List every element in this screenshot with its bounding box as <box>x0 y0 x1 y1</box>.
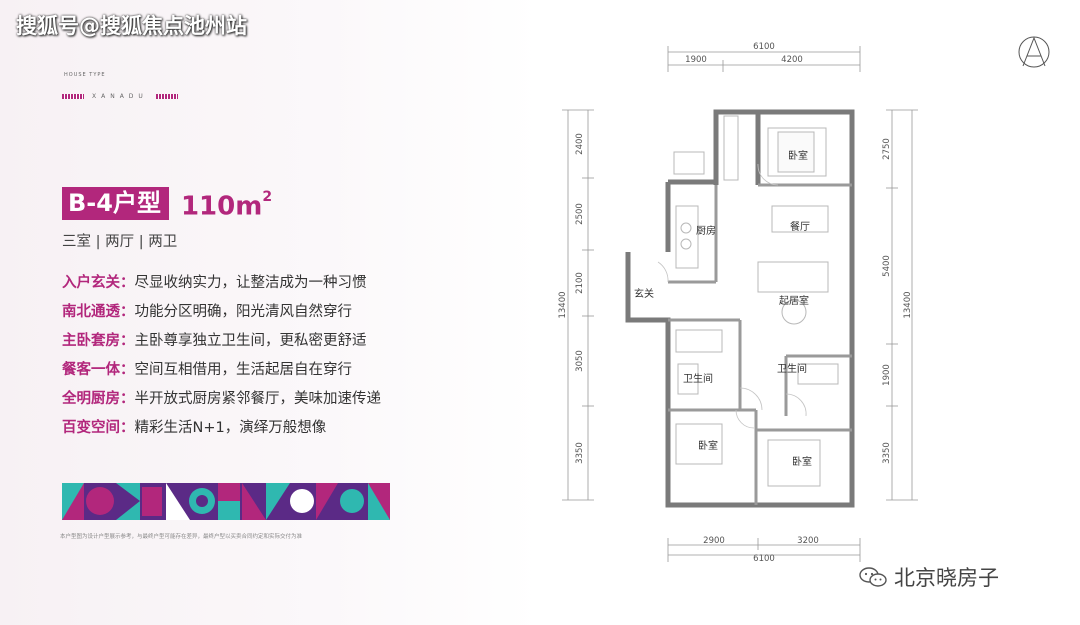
room-bedroom-bottom-left: 卧室 <box>698 439 718 452</box>
dim-bottom-left: 2900 <box>703 536 725 546</box>
feature-label: 餐客一体： <box>62 362 135 378</box>
dim-left-2: 2500 <box>575 203 585 225</box>
exterior-walls <box>625 109 855 508</box>
feature-label: 百变空间： <box>62 420 135 436</box>
dim-right-1: 2750 <box>882 138 892 160</box>
feature-item: 全明厨房：半开放式厨房紧邻餐厅，美味加速传递 <box>62 389 381 418</box>
area-value: 110m <box>180 191 263 222</box>
credit-text: 北京晓房子 <box>894 566 999 590</box>
compass-icon <box>1018 36 1050 68</box>
dimension-lines <box>562 46 918 562</box>
title-row: B-4户型 110m2 <box>62 187 272 221</box>
dim-top-left: 1900 <box>685 55 707 65</box>
feature-text: 空间互相借用，生活起居自在穿行 <box>134 362 353 378</box>
dim-bottom-total: 6100 <box>753 554 775 564</box>
decorative-mosaic <box>62 483 390 520</box>
dim-right-4: 3350 <box>882 442 892 464</box>
feature-item: 主卧套房：主卧尊享独立卫生间，更私密更舒适 <box>62 331 381 360</box>
room-bath-right: 卫生间 <box>777 362 807 375</box>
dim-left-3: 2100 <box>575 272 585 294</box>
feature-text: 精彩生活N+1，演绎万般想像 <box>134 420 327 436</box>
feature-item: 南北通透：功能分区明确，阳光清风自然穿行 <box>62 302 381 331</box>
feature-item: 百变空间：精彩生活N+1，演绎万般想像 <box>62 418 381 447</box>
site-watermark: 搜狐号@搜狐焦点池州站 <box>16 14 247 38</box>
brand-row: XANADU <box>62 90 178 102</box>
dim-top-total: 6100 <box>753 42 775 52</box>
dimension-labels: 6100 1900 4200 2900 3200 6100 13400 2400… <box>558 42 913 564</box>
room-bath-left: 卫生间 <box>683 372 713 385</box>
room-living: 起居室 <box>779 294 809 307</box>
feature-text: 尽显收纳实力，让整洁成为一种习惯 <box>134 275 367 291</box>
area-unit-sup: 2 <box>262 189 273 205</box>
unit-area: 110m2 <box>181 187 272 221</box>
room-dining: 餐厅 <box>790 220 810 233</box>
furniture <box>673 115 839 487</box>
feature-label: 全明厨房： <box>62 391 135 407</box>
room-bedroom-top: 卧室 <box>788 149 808 162</box>
feature-text: 功能分区明确，阳光清风自然穿行 <box>134 304 353 320</box>
dim-left-1: 2400 <box>575 133 585 155</box>
room-labels: 卧室 餐厅 厨房 玄关 起居室 卫生间 卫生间 卧室 卧室 <box>634 149 812 468</box>
dim-top-right: 4200 <box>781 55 803 65</box>
feature-text: 半开放式厨房紧邻餐厅，美味加速传递 <box>134 391 382 407</box>
unit-type-title: B-4户型 <box>62 187 169 221</box>
dim-left-4: 3050 <box>575 350 585 372</box>
brand-name: XANADU <box>92 92 148 100</box>
dim-left-5: 3350 <box>575 442 585 464</box>
interior-walls <box>668 183 852 505</box>
wechat-icon <box>859 567 887 587</box>
room-summary: 三室 | 两厅 | 两卫 <box>62 234 178 250</box>
room-foyer: 玄关 <box>634 287 654 300</box>
floor-plan: 6100 1900 4200 2900 3200 6100 13400 2400… <box>558 42 918 564</box>
brand-bar-left <box>62 93 84 99</box>
feature-item: 餐客一体：空间互相借用，生活起居自在穿行 <box>62 360 381 389</box>
feature-list: 入户玄关：尽显收纳实力，让整洁成为一种习惯 南北通透：功能分区明确，阳光清风自然… <box>62 273 381 447</box>
feature-text: 主卧尊享独立卫生间，更私密更舒适 <box>134 333 367 349</box>
info-panel: HOUSE TYPE XANADU B-4户型 110m2 三室 | 两厅 | … <box>0 0 540 625</box>
credit: 北京晓房子 <box>858 562 999 592</box>
dim-right-2: 5400 <box>882 255 892 277</box>
room-bedroom-bottom-right: 卧室 <box>792 455 812 468</box>
feature-label: 主卧套房： <box>62 333 135 349</box>
brand-bar-right <box>155 93 178 99</box>
dim-right-total: 13400 <box>903 291 913 318</box>
feature-item: 入户玄关：尽显收纳实力，让整洁成为一种习惯 <box>62 273 381 302</box>
dim-right-3: 1900 <box>882 364 892 386</box>
feature-label: 入户玄关： <box>62 275 135 291</box>
dim-left-total: 13400 <box>558 291 568 318</box>
dim-bottom-right: 3200 <box>797 536 819 546</box>
door-swings <box>657 163 807 429</box>
house-type-label: HOUSE TYPE <box>64 72 106 78</box>
disclaimer-text: 本户型图为设计户型展示参考，与最终户型可能存在差异，最终户型以买卖合同约定和实际… <box>60 534 303 540</box>
feature-label: 南北通透： <box>62 304 135 320</box>
room-kitchen: 厨房 <box>696 224 716 237</box>
